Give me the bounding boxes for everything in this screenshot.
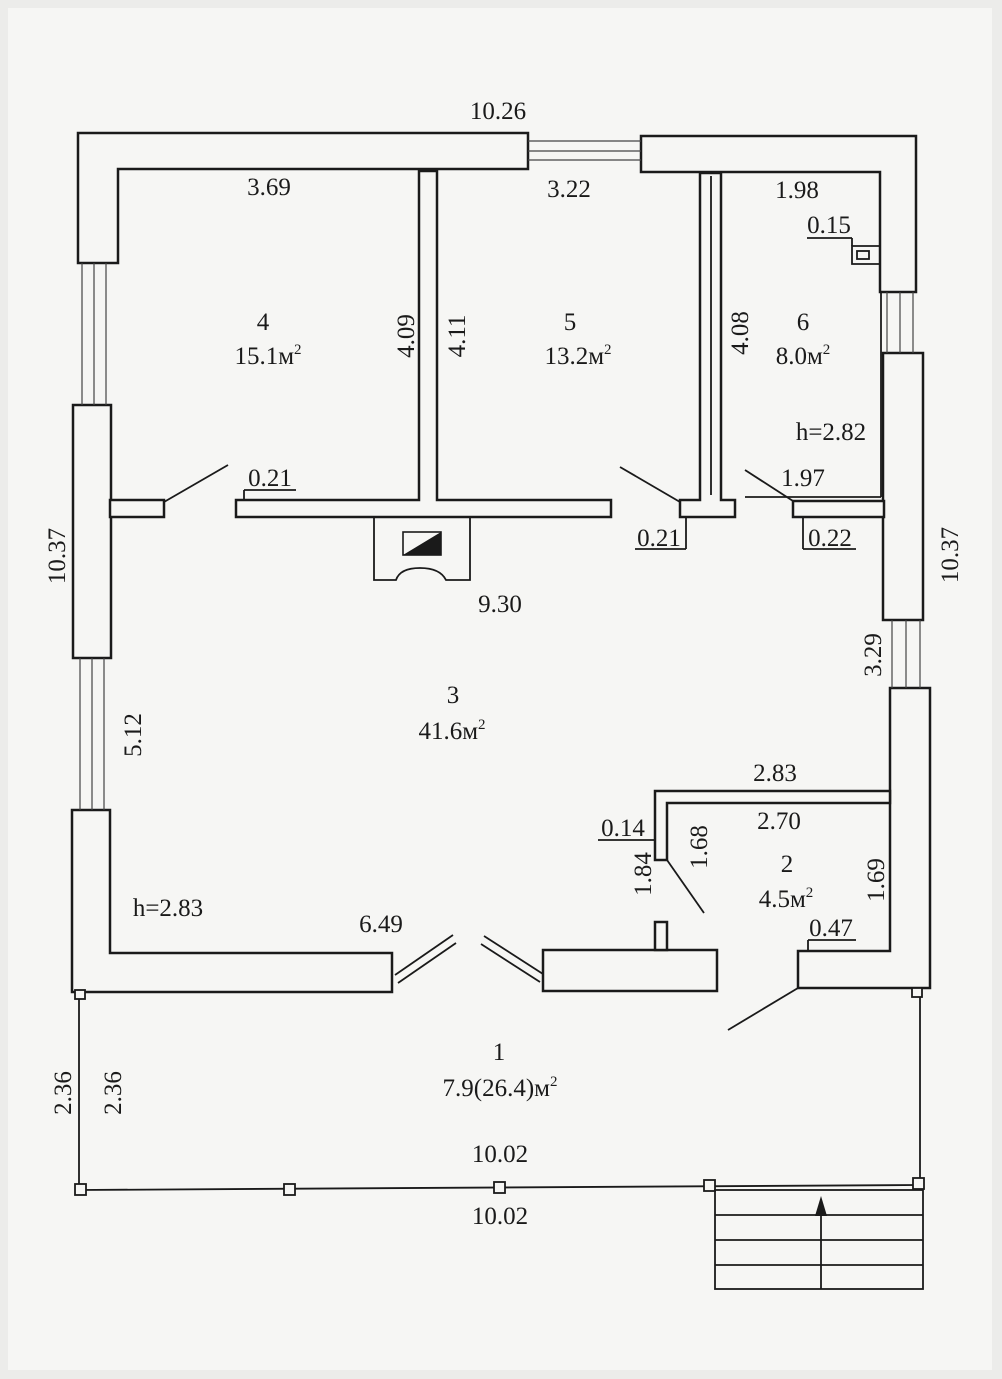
wall-right-pier [881, 351, 925, 622]
entrance-double-door [394, 934, 544, 984]
room2-door-stub [653, 920, 669, 952]
main-height: h=2.83 [133, 895, 203, 922]
dim-porch-depth-outer: 2.36 [50, 1071, 77, 1115]
room-4-area: 15.1м2 [234, 342, 301, 370]
dim-wall-4-11: 4.11 [444, 315, 471, 358]
dim-room2-inner: 2.70 [757, 808, 801, 835]
dim-porch-width-outer: 10.02 [472, 1203, 528, 1230]
dim-top-outer: 10.26 [470, 98, 526, 125]
door-swing-room6 [744, 469, 794, 502]
dim-front-wall: 6.49 [359, 911, 403, 938]
window-right-upper [886, 292, 914, 353]
partition-left-stub [108, 498, 166, 519]
porch [74, 987, 925, 1196]
dim-wall-room6: 0.22 [808, 525, 852, 552]
dim-hall-width: 9.30 [478, 591, 522, 618]
dim-right-outer: 10.37 [937, 527, 964, 583]
wall-bottom-right [796, 686, 932, 990]
wall-bottom-middle [541, 948, 719, 993]
dim-room2-1-69: 1.69 [863, 858, 890, 902]
partition-4-5 [234, 169, 613, 519]
dim-room2-door: 0.47 [809, 915, 853, 942]
wall-left-pier [71, 403, 113, 660]
room-1-area: 7.9(26.4)м2 [443, 1074, 558, 1102]
door-swing-room2 [666, 859, 705, 914]
wall-top-right [639, 134, 918, 294]
room-5-number: 5 [564, 309, 577, 336]
dim-porch-width-inner: 10.02 [472, 1141, 528, 1168]
stairs-arrow-icon [815, 1196, 827, 1216]
room-1-number: 1 [493, 1039, 506, 1066]
dim-wall-4-08: 4.08 [727, 311, 754, 355]
window-left-lower [79, 658, 105, 810]
door-swing-entrance2 [727, 987, 799, 1031]
partition-5-6 [678, 171, 737, 519]
outer-walls [70, 131, 932, 994]
dim-room2-1-68: 1.68 [686, 825, 713, 869]
room-6-area: 8.0м2 [776, 342, 831, 370]
room6-nook [851, 245, 880, 265]
window-left-upper [81, 263, 107, 405]
room-2-area: 4.5м2 [759, 885, 814, 913]
dim-room2-wall: 0.14 [601, 815, 645, 842]
dim-wall-4-09: 4.09 [393, 314, 420, 358]
partition-room6-bottom [791, 499, 886, 519]
dim-door-left: 0.21 [248, 465, 292, 492]
room-6-number: 6 [797, 309, 810, 336]
dim-room2-outer: 2.83 [753, 760, 797, 787]
dim-left-5-12: 5.12 [120, 713, 147, 757]
room-2-number: 2 [781, 851, 794, 878]
windows [79, 140, 921, 810]
dim-door-room6: 1.97 [781, 465, 825, 492]
room-6-height: h=2.82 [796, 419, 866, 446]
room-3-area: 41.6м2 [418, 717, 485, 745]
dim-room5-width: 3.22 [547, 176, 591, 203]
room-4-number: 4 [257, 309, 270, 336]
dim-room6-nook: 0.15 [807, 212, 851, 239]
room-labels: 4 15.1м2 5 13.2м2 6 8.0м2 h=2.82 3 41.6м… [133, 309, 866, 1102]
floor-plan-sheet [8, 8, 992, 1370]
stove [373, 516, 471, 581]
window-right-lower [891, 620, 921, 688]
room-5-area: 13.2м2 [544, 342, 611, 370]
dim-room6-width: 1.98 [775, 177, 819, 204]
wall-bottom-left [70, 808, 394, 994]
dim-porch-depth-inner: 2.36 [100, 1071, 127, 1115]
dim-door-room5: 0.21 [637, 525, 681, 552]
partitions [108, 169, 892, 952]
dim-room2-1-84: 1.84 [630, 852, 657, 896]
doors [163, 464, 799, 1031]
door-swing-room4 [163, 464, 229, 503]
door-swing-room5 [619, 466, 681, 503]
window-top [528, 140, 641, 161]
leaders [243, 237, 856, 951]
room-3-number: 3 [447, 682, 460, 709]
dim-left-outer: 10.37 [44, 528, 71, 584]
dim-room4-width: 3.69 [247, 174, 291, 201]
wall-top-left [76, 131, 530, 265]
dimension-labels: 10.26 3.69 3.22 1.98 0.15 0.21 0.21 1.97… [44, 98, 964, 1230]
dim-right-3-29: 3.29 [860, 633, 887, 677]
stairs [714, 1189, 924, 1290]
